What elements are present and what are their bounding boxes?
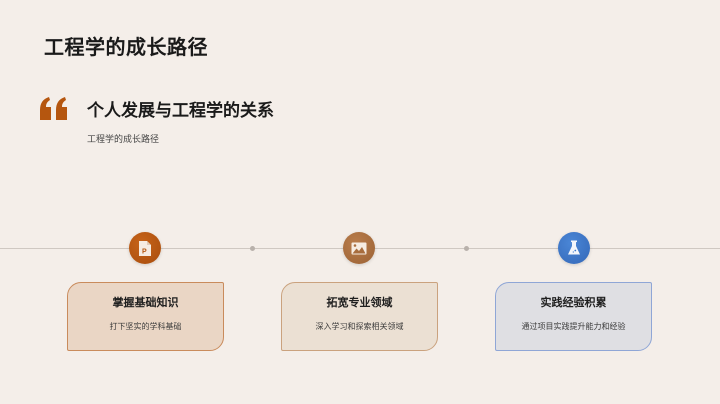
timeline-dot bbox=[464, 246, 469, 251]
document-p-icon: P bbox=[139, 240, 151, 256]
timeline-node-1: P bbox=[129, 232, 161, 264]
svg-text:P: P bbox=[142, 248, 147, 255]
step-description: 通过项目实践提升能力和经验 bbox=[521, 322, 626, 331]
step-title: 掌握基础知识 bbox=[112, 296, 179, 309]
timeline-dot bbox=[250, 246, 255, 251]
image-icon bbox=[351, 242, 367, 254]
quote-caption: 工程学的成长路径 bbox=[87, 135, 160, 145]
timeline-node-2 bbox=[343, 232, 375, 264]
step-card-2: 拓宽专业领域 深入学习和探索相关领域 bbox=[281, 282, 438, 351]
step-card-1: 掌握基础知识 打下坚实的学科基础 bbox=[67, 282, 224, 351]
quote-heading: 个人发展与工程学的关系 bbox=[87, 101, 274, 121]
quote-open-icon bbox=[40, 97, 67, 120]
step-card-3: 实践经验积累 通过项目实践提升能力和经验 bbox=[495, 282, 652, 351]
timeline-node-3 bbox=[558, 232, 590, 264]
flask-icon bbox=[568, 240, 580, 255]
step-description: 深入学习和探索相关领域 bbox=[315, 322, 404, 331]
step-title: 拓宽专业领域 bbox=[326, 296, 393, 309]
step-title: 实践经验积累 bbox=[540, 296, 607, 309]
slide-title: 工程学的成长路径 bbox=[44, 35, 208, 59]
step-description: 打下坚实的学科基础 bbox=[109, 322, 182, 331]
